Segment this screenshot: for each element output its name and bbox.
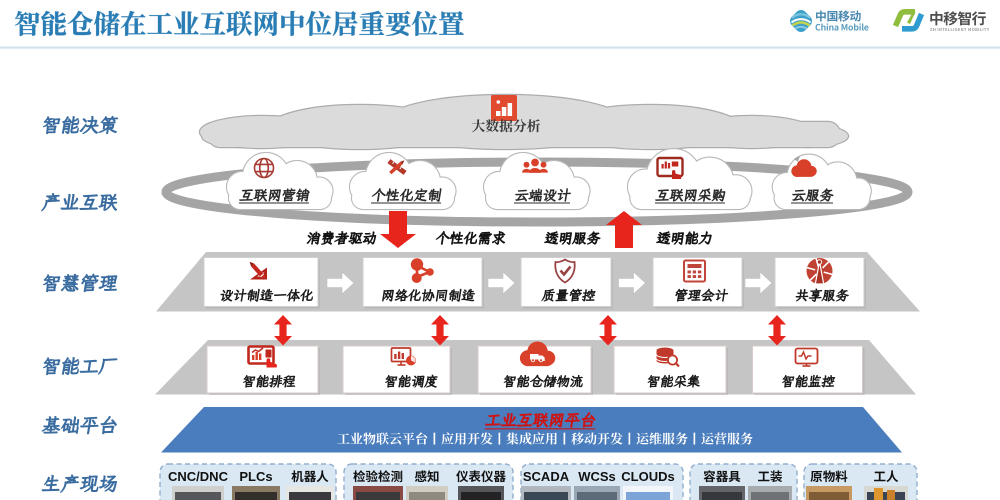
svg-text:CNC/DNC: CNC/DNC xyxy=(168,469,229,484)
svg-text:WCSs: WCSs xyxy=(578,469,616,484)
svg-text:CLOUDs: CLOUDs xyxy=(621,469,674,484)
svg-text:PLCs: PLCs xyxy=(239,469,272,484)
svg-text:SCADA: SCADA xyxy=(523,469,570,484)
